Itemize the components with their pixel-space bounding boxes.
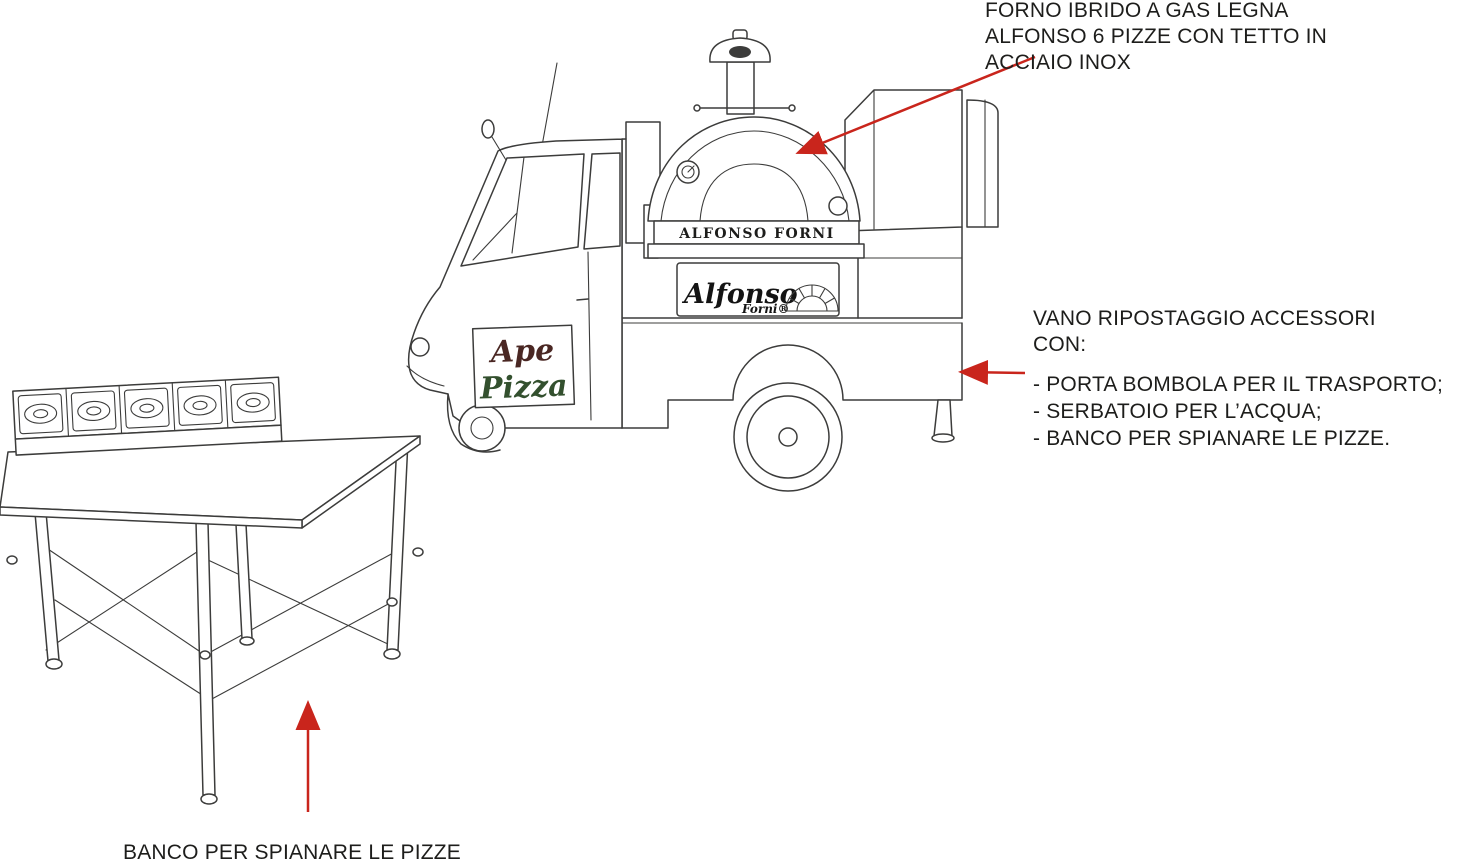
storage-annotation-list: - PORTA BOMBOLA PER IL TRASPORTO; - SERB… (1033, 371, 1443, 452)
gauge-icon (828, 196, 848, 216)
table-clamp-pegs (6, 547, 424, 660)
wiper-drawing (472, 212, 518, 261)
door-sign-line2: Pizza (478, 368, 568, 406)
storage-callout-arrow-icon (958, 359, 1026, 385)
pizza-oven-drawing: ALFONSO FORNI (647, 29, 865, 259)
gastronorm-pans-drawing (17, 382, 276, 435)
storage-annotation: VANO RIPOSTAGGIO ACCESSORI CON: - PORTA … (1033, 306, 1443, 452)
oven-annotation-line: FORNO IBRIDO A GAS LEGNA (985, 0, 1289, 22)
thermometer-gauge-icon (676, 160, 700, 184)
callout-arrows (295, 55, 1036, 812)
oven-annotation: FORNO IBRIDO A GAS LEGNA ALFONSO 6 PIZZE… (985, 0, 1327, 76)
logo-plate-drawing: Alfonso Forni® (676, 262, 840, 317)
table-annotation-label: BANCO PER SPIANARE LE PIZZE (123, 841, 461, 864)
storage-annotation-item: - PORTA BOMBOLA PER IL TRASPORTO; (1033, 373, 1443, 396)
chimney-cap-logo (729, 46, 751, 58)
rear-wheel-drawing (733, 382, 843, 492)
table-annotation: BANCO PER SPIANARE LE PIZZE (123, 840, 461, 866)
storage-annotation-title: CON: (1033, 333, 1087, 356)
mirror-drawing (481, 119, 495, 139)
oven-annotation-line: ACCIAIO INOX (985, 51, 1131, 74)
work-table-drawing (0, 376, 424, 805)
oven-band-label: ALFONSO FORNI (678, 226, 834, 242)
storage-annotation-title: VANO RIPOSTAGGIO ACCESSORI (1033, 307, 1376, 330)
headlight-drawing (410, 337, 430, 357)
chimney-drawing (726, 61, 755, 115)
tabletop-drawing (0, 435, 421, 529)
logo-main-text: Alfonso (681, 279, 798, 310)
door-sign-line1: Ape (487, 333, 555, 370)
door-window-drawing (583, 152, 621, 250)
logo-sub-text: Forni® (741, 302, 789, 316)
oven-arch-emblem-icon (785, 284, 839, 312)
door-sign-drawing: Ape Pizza (471, 324, 576, 409)
table-braces-drawing (41, 544, 396, 701)
storage-annotation-item: - SERBATOIO PER L’ACQUA; (1033, 400, 1322, 423)
windshield-drawing (460, 153, 585, 267)
storage-annotation-item: - BANCO PER SPIANARE LE PIZZE. (1033, 427, 1391, 450)
oven-callout-arrow-icon (795, 55, 1036, 155)
oven-annotation-line: ALFONSO 6 PIZZE CON TETTO IN (985, 25, 1328, 48)
topping-containers-drawing (12, 376, 283, 456)
